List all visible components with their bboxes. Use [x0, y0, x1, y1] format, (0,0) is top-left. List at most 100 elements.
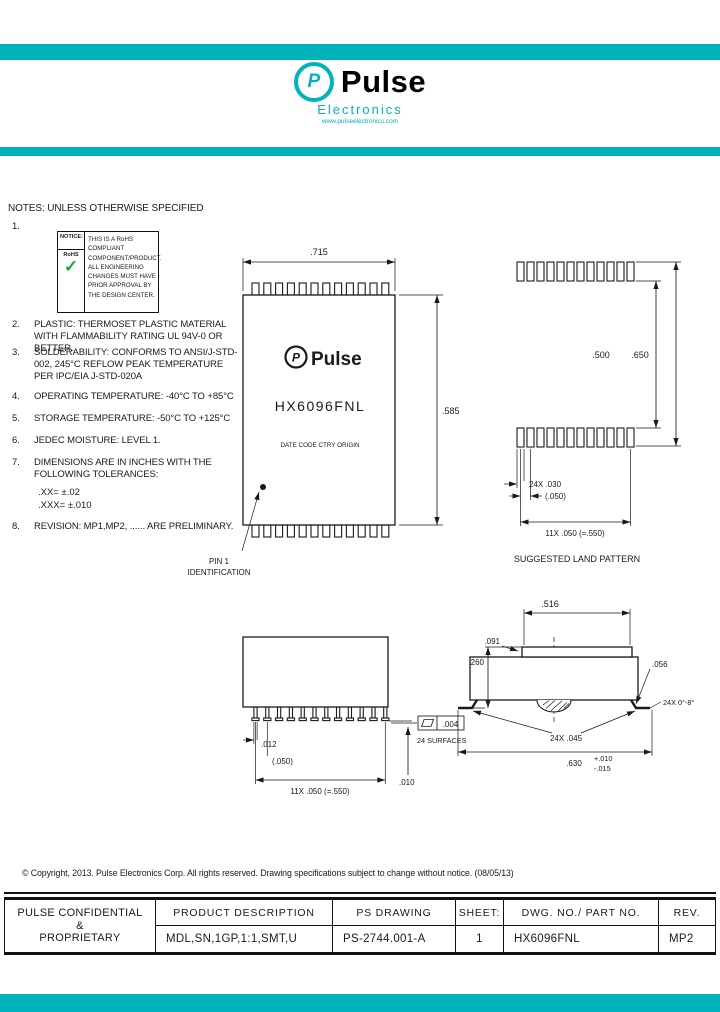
marking-date-code: DATE CODE CTRY ORIGIN — [280, 442, 360, 449]
bottom-accent-bar — [0, 994, 720, 1012]
note-6-number: 6. — [12, 435, 20, 446]
marking-pulse-circle-icon — [284, 345, 308, 369]
note-4: 4. OPERATING TEMPERATURE: -40°C TO +85°C — [12, 391, 240, 403]
pitch-ext-lines — [520, 449, 631, 526]
note-8: 8. REVISION: MP1,MP2, ...... ARE PRELIMI… — [12, 521, 240, 533]
marking-brand-initial: P — [292, 351, 301, 365]
end-body-outline — [469, 656, 639, 701]
top-accent-bar — [0, 44, 720, 60]
foot-leader-left — [472, 710, 553, 734]
ps-drawing-header: PS DRAWING — [333, 900, 456, 926]
land-pattern: .500 .650 24X .030 (.050) 11X .050 (=.55… — [504, 261, 681, 564]
dwg-part-header: DWG. NO./ PART NO. — [504, 900, 659, 926]
note-5-text: STORAGE TEMPERATURE: -50°C TO +125°C — [34, 413, 231, 424]
dim-pad-width: 24X .030 — [529, 480, 562, 489]
side-view: .004 24 SURFACES .012 (.050) 11X .050 (=… — [242, 636, 467, 796]
pitch-ext — [255, 722, 386, 784]
dim-end-lead: .056 — [652, 660, 668, 669]
note-4-number: 4. — [12, 391, 20, 402]
note-3-number: 3. — [12, 347, 20, 358]
notes-title: NOTES: UNLESS OTHERWISE SPECIFIED — [8, 203, 204, 214]
note-2-text: PLASTIC: THERMOSET PLASTIC MATERIAL WITH… — [34, 319, 226, 355]
confidential-line-2: & — [76, 919, 84, 932]
note-6: 6. JEDEC MOISTURE: LEVEL 1. — [12, 435, 240, 447]
pin1-dot — [260, 484, 266, 490]
side-view-pins — [251, 706, 390, 722]
package-body-outline — [242, 294, 396, 526]
title-block: PULSE CONFIDENTIAL & PROPRIETARY PRODUCT… — [4, 897, 716, 955]
end-raised-top — [521, 646, 633, 658]
copyright-line: © Copyright, 2013. Pulse Electronics Cor… — [22, 868, 514, 878]
end-view: .516 .091 .260 .056 24X 0°-8° 24X .045 .… — [457, 599, 694, 773]
pin1-leader — [241, 491, 260, 552]
note-1-number: 1. — [12, 221, 20, 232]
rohs-label: RoHS — [63, 252, 79, 258]
dim-lead-angle: 24X 0°-8° — [663, 698, 694, 707]
note-2-number: 2. — [12, 319, 20, 330]
notice-label: NOTICE: — [58, 232, 84, 250]
right-lead — [629, 699, 650, 710]
tolerance-xxx: .XXX= ±.010 — [38, 500, 92, 511]
note-5-number: 5. — [12, 413, 20, 424]
ps-drawing-value: PS-2744.001-A — [333, 926, 456, 952]
pin1-label-2: IDENTIFICATION — [188, 568, 251, 577]
overall-ext — [457, 710, 653, 756]
note-3-text: SOLDERABILITY: CONFORMS TO ANSI/J-STD-00… — [34, 347, 238, 383]
confidential-cell: PULSE CONFIDENTIAL & PROPRIETARY — [5, 900, 156, 952]
rohs-check-icon: ✓ — [63, 257, 79, 276]
dim-lead-thickness: .012 — [261, 740, 277, 749]
land-extension-lines — [636, 261, 681, 447]
lead-angle-leader — [648, 701, 662, 709]
dim-width-label: .715 — [310, 247, 328, 257]
dim-overall: .630 — [566, 759, 582, 768]
land-pattern-bottom-pads — [516, 427, 635, 448]
left-lead — [458, 699, 479, 710]
notice-text: THIS IS A RoHS COMPLIANT COMPONENT/PRODU… — [88, 236, 162, 299]
top-width-ext — [523, 609, 631, 645]
tolerance-xx: .XX= ±.02 — [38, 487, 80, 498]
second-accent-bar — [0, 147, 720, 156]
dim-side-row: 11X .050 (=.550) — [290, 787, 350, 796]
top-view-top-pins — [251, 282, 390, 296]
dim-land-inner: .500 — [592, 350, 610, 360]
pulse-logo: P Pulse Electronics www.pulseelectronics… — [0, 62, 720, 125]
pad-width-ext — [516, 449, 525, 488]
dome-hatching — [542, 700, 570, 712]
rohs-notice-box: NOTICE: RoHS ✓ THIS IS A RoHS COMPLIANT … — [57, 231, 162, 313]
note-3: 3. SOLDERABILITY: CONFORMS TO ANSI/J-STD… — [12, 347, 240, 383]
rev-value: MP2 — [669, 933, 694, 945]
engineering-drawing: P Pulse HX6096FNL DATE CODE CTRY ORIGIN … — [188, 247, 695, 796]
pulse-circle-icon: P — [293, 62, 334, 102]
lead-thickness-leader — [635, 668, 651, 705]
dim-standoff: .010 — [399, 778, 415, 787]
note-2: 2. PLASTIC: THERMOSET PLASTIC MATERIAL W… — [12, 319, 240, 355]
product-description-header: PRODUCT DESCRIPTION — [156, 900, 333, 926]
side-body-outline — [242, 636, 389, 708]
product-description-value: MDL,SN,1GP,1:1,SMT,U — [156, 926, 333, 952]
flatness-value: .004 — [443, 720, 459, 729]
dim-land-outer: .650 — [631, 350, 649, 360]
dim-top-width: .516 — [541, 599, 559, 609]
marking-part-number: HX6096FNL — [275, 398, 366, 414]
marking-brand: Pulse — [311, 349, 362, 370]
dim-land-pitch: (.050) — [545, 492, 566, 501]
note-7: 7. DIMENSIONS ARE IN INCHES WITH THE FOL… — [12, 457, 240, 481]
top-view: P Pulse HX6096FNL DATE CODE CTRY ORIGIN … — [188, 247, 460, 577]
top-view-bottom-pins — [251, 524, 390, 538]
note-6-text: JEDEC MOISTURE: LEVEL 1. — [34, 435, 161, 446]
title-block-top-rule — [4, 892, 716, 894]
dim-height-label: .585 — [442, 406, 460, 416]
note-5: 5. STORAGE TEMPERATURE: -50°C TO +125°C — [12, 413, 240, 425]
height-ext — [458, 646, 522, 709]
pin1-label-1: PIN 1 — [209, 557, 230, 566]
note-8-number: 8. — [12, 521, 20, 532]
dim-end-height: .260 — [468, 658, 484, 667]
height-extension-lines — [399, 294, 443, 526]
sheet-header: SHEET: — [456, 900, 504, 926]
dim-tol-minus: -.015 — [594, 764, 611, 773]
sheet-value: 1 — [456, 926, 504, 952]
confidential-line-3: PROPRIETARY — [39, 932, 121, 945]
note-7-text: DIMENSIONS ARE IN INCHES WITH THE FOLLOW… — [34, 457, 212, 481]
confidential-line-1: PULSE CONFIDENTIAL — [17, 906, 143, 919]
